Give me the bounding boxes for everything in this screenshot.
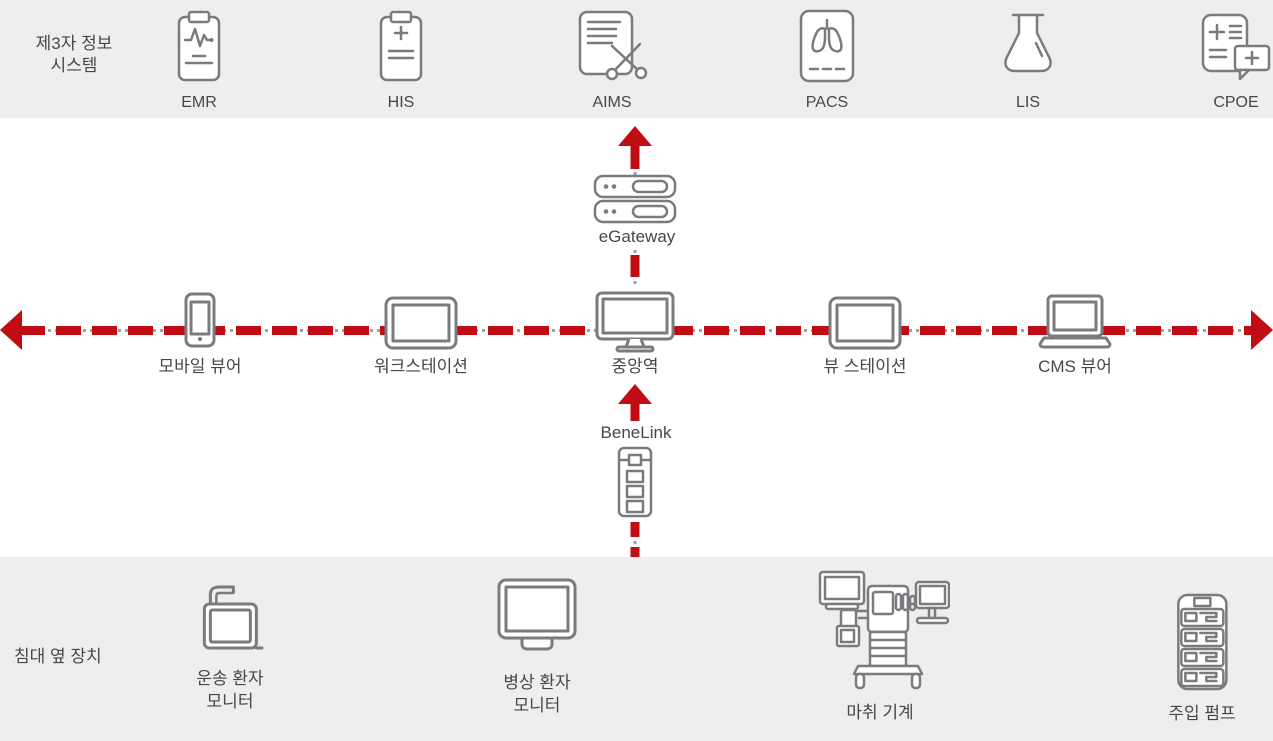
device-node-anesthesia-machine: 마취 기계 bbox=[810, 566, 951, 724]
device-label-line1: 병상 환자 bbox=[503, 673, 571, 692]
benelink-uplink-stem bbox=[630, 404, 640, 421]
connector-dot bbox=[633, 541, 637, 544]
emr-clipboard-ecg-icon bbox=[171, 10, 227, 89]
network-line-right-arrowhead bbox=[1251, 310, 1273, 350]
egateway-label: eGateway bbox=[598, 227, 676, 246]
egateway-uplink-stem bbox=[630, 146, 640, 169]
view-station-label: 뷰 스테이션 bbox=[823, 357, 907, 376]
device-label: 마취 기계 bbox=[846, 701, 913, 724]
device-node-transport-monitor: 운송 환자 모니터 bbox=[196, 584, 264, 713]
system-node-aims: AIMS bbox=[574, 0, 650, 112]
device-label: 병상 환자 모니터 bbox=[503, 671, 570, 717]
connector-dash bbox=[630, 547, 640, 557]
benelink-module-icon bbox=[617, 446, 653, 518]
bedside-devices-band bbox=[0, 557, 1273, 741]
system-node-lis: LIS bbox=[995, 0, 1061, 112]
workstation-label: 워크스테이션 bbox=[374, 357, 468, 376]
pacs-lungs-monitor-icon bbox=[798, 8, 856, 89]
system-label: CPOE bbox=[1213, 94, 1259, 111]
aims-document-scissors-icon bbox=[574, 8, 650, 89]
cpoe-order-entry-icon bbox=[1199, 12, 1273, 89]
system-label: PACS bbox=[805, 94, 849, 111]
tablet-icon bbox=[384, 296, 458, 350]
device-label: 운송 환자 모니터 bbox=[196, 667, 263, 713]
third-party-systems-title: 제3자 정보 시스템 bbox=[8, 33, 140, 77]
device-label-line1: 주입 펌프 bbox=[1168, 704, 1236, 723]
system-label: HIS bbox=[387, 94, 415, 111]
connector-dot bbox=[633, 281, 637, 284]
device-label-line2: 모니터 bbox=[206, 692, 254, 711]
system-label: LIS bbox=[1015, 94, 1040, 111]
system-node-emr: EMR bbox=[171, 0, 227, 112]
connector-dot bbox=[633, 172, 637, 175]
benelink-uplink-arrow bbox=[618, 384, 652, 404]
tablet-icon bbox=[828, 296, 902, 350]
laptop-icon bbox=[1035, 294, 1115, 352]
central-station-monitor-icon bbox=[594, 291, 676, 353]
system-node-cpoe: CPOE bbox=[1199, 0, 1273, 112]
network-line-left-arrowhead bbox=[0, 310, 22, 350]
system-node-pacs: PACS bbox=[798, 0, 856, 112]
device-label: 주입 펌프 bbox=[1168, 702, 1235, 725]
system-label: EMR bbox=[181, 94, 217, 111]
mobile-viewer-label: 모바일 뷰어 bbox=[158, 357, 242, 376]
bedside-devices-title: 침대 옆 장치 bbox=[14, 647, 102, 666]
title-line2: 시스템 bbox=[50, 56, 98, 75]
device-node-bedside-monitor: 병상 환자 모니터 bbox=[495, 578, 579, 717]
infusion-pump-icon bbox=[1173, 593, 1231, 698]
connector-dot bbox=[633, 250, 637, 253]
benelink-label: BeneLink bbox=[600, 423, 672, 442]
connector-dash bbox=[630, 255, 640, 277]
system-label: AIMS bbox=[592, 94, 632, 111]
lis-flask-icon bbox=[995, 10, 1061, 89]
transport-patient-monitor-icon bbox=[197, 584, 264, 663]
device-label-line1: 운송 환자 bbox=[196, 669, 264, 688]
bedside-patient-monitor-icon bbox=[495, 578, 579, 667]
egateway-server-icon bbox=[593, 174, 677, 224]
device-label-line1: 마취 기계 bbox=[846, 703, 914, 722]
smartphone-icon bbox=[184, 292, 216, 348]
system-node-his: HIS bbox=[373, 0, 429, 112]
cms-viewer-label: CMS 뷰어 bbox=[1038, 357, 1112, 376]
anesthesia-machine-icon bbox=[810, 566, 951, 697]
title-line1: 제3자 정보 bbox=[35, 34, 113, 53]
device-node-infusion-pump: 주입 펌프 bbox=[1168, 593, 1236, 725]
device-label-line2: 모니터 bbox=[513, 696, 561, 715]
connector-dash bbox=[630, 522, 640, 537]
his-clipboard-plus-icon bbox=[373, 10, 429, 89]
central-station-label: 중앙역 bbox=[611, 357, 659, 376]
egateway-uplink-arrow bbox=[618, 126, 652, 146]
